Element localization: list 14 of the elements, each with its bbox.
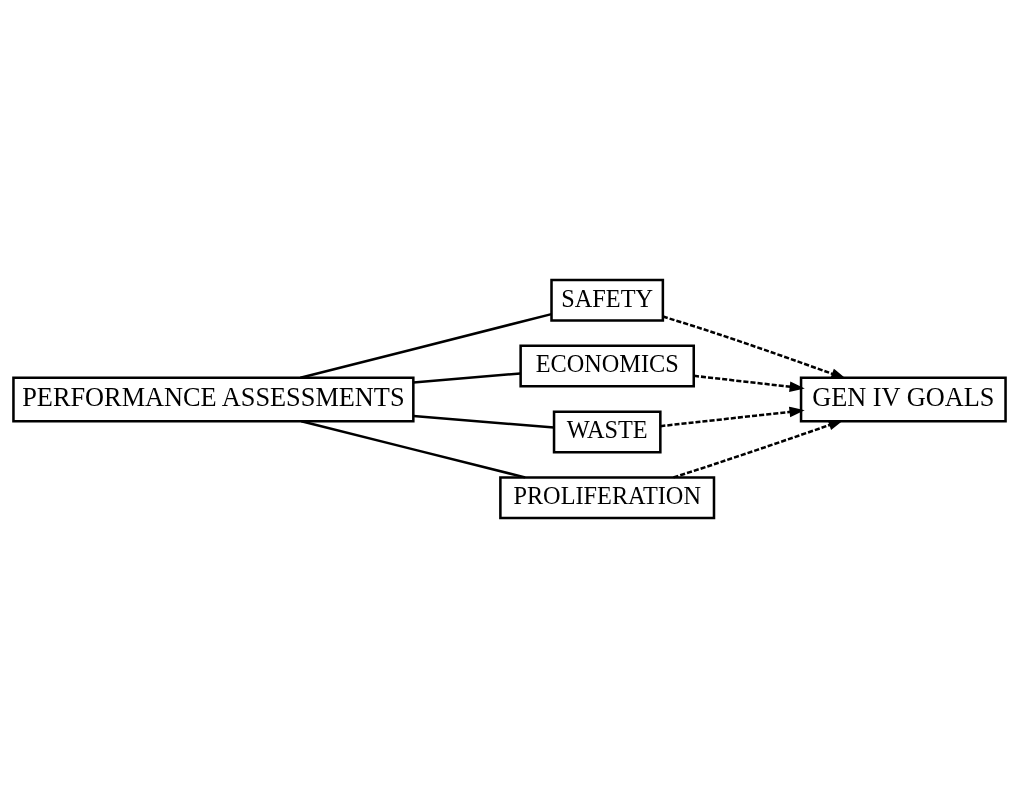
arrow — [662, 314, 847, 379]
node-box: WASTE — [552, 409, 662, 453]
node-box: ECONOMICS — [519, 344, 695, 388]
node-box: PERFORMANCE ASSESSMENTS — [12, 375, 415, 423]
node-box: PROLIFERATION — [499, 475, 716, 519]
node-box: GEN IV GOALS — [799, 375, 1007, 423]
arrow — [673, 419, 844, 479]
connector — [413, 414, 555, 429]
arrow — [693, 374, 805, 392]
connector — [301, 419, 526, 479]
connector — [413, 371, 521, 384]
connector — [300, 312, 552, 379]
node-box: SAFETY — [550, 278, 665, 322]
arrow — [660, 406, 805, 427]
